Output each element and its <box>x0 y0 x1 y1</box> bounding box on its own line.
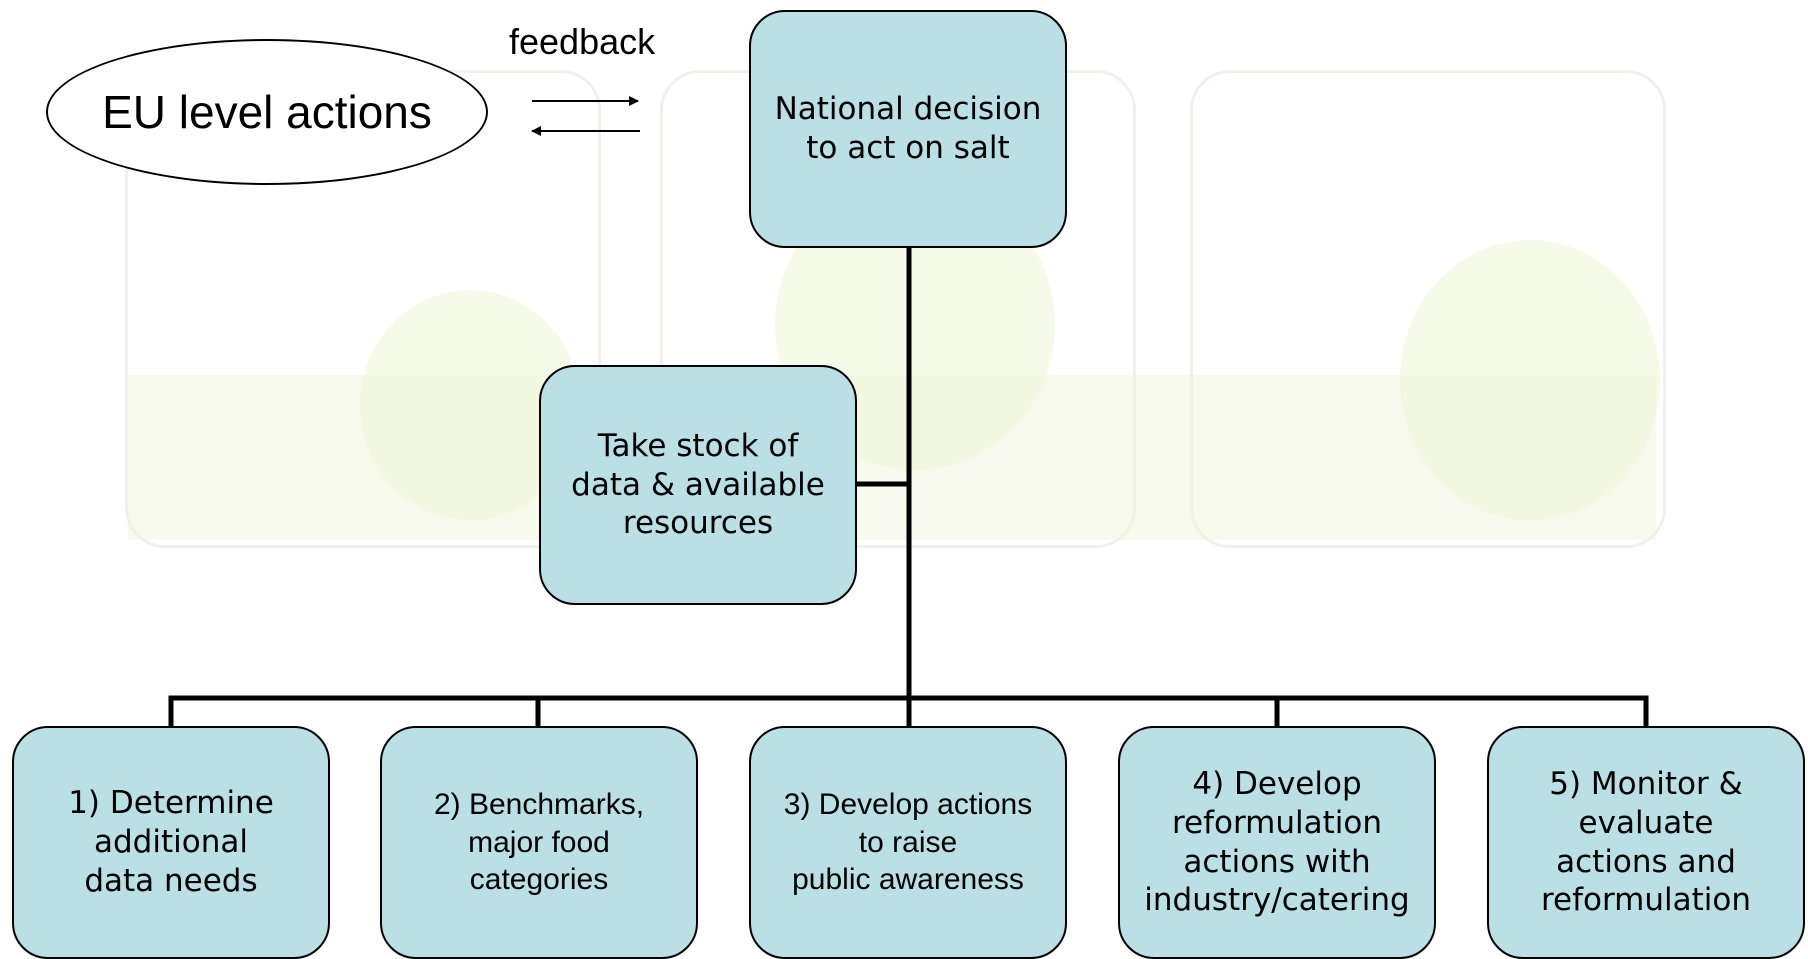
step-2-box: 2) Benchmarks, major food categories <box>380 726 698 959</box>
step-2-label: 2) Benchmarks, major food categories <box>433 788 645 897</box>
national-decision-box: National decision to act on salt <box>749 10 1067 248</box>
take-stock-label: Take stock of data & available resources <box>571 427 825 542</box>
eu-level-actions-label: EU level actions <box>102 86 432 138</box>
eu-level-actions-ellipse: EU level actions <box>46 39 488 185</box>
feedback-label: feedback <box>509 21 656 62</box>
step-5-label: 5) Monitor & evaluate actions and reform… <box>1540 766 1752 919</box>
step-3-box: 3) Develop actions to raise public aware… <box>749 726 1067 959</box>
step-5-box: 5) Monitor & evaluate actions and reform… <box>1487 726 1805 959</box>
national-decision-label: National decision to act on salt <box>774 91 1042 166</box>
step-4-label: 4) Develop reformulation actions with in… <box>1144 766 1410 919</box>
step-1-label: 1) Determine additional data needs <box>68 785 274 899</box>
step-3-label: 3) Develop actions to raise public aware… <box>783 788 1033 897</box>
step-1-box: 1) Determine additional data needs <box>12 726 330 959</box>
background-panel-right <box>1190 70 1666 548</box>
take-stock-box: Take stock of data & available resources <box>539 365 857 605</box>
background-apple-right <box>1400 240 1660 520</box>
step-4-box: 4) Develop reformulation actions with in… <box>1118 726 1436 959</box>
